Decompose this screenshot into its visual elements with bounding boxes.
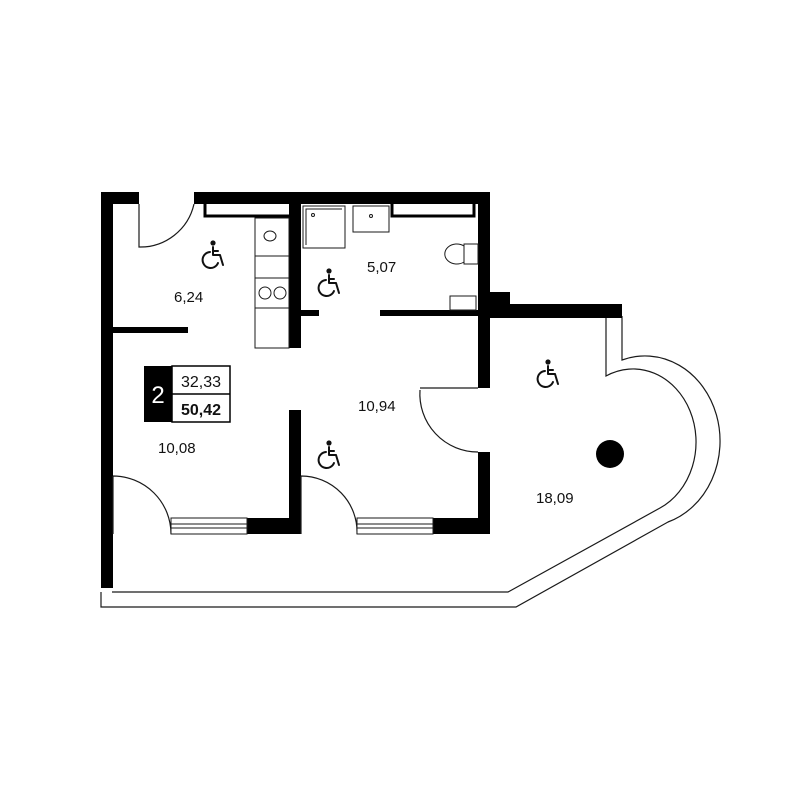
cabinets <box>203 204 476 218</box>
room-area-kitchen-living: 10,94 <box>358 398 396 415</box>
windows <box>170 517 434 535</box>
accessibility-icon <box>201 239 224 269</box>
rooms-count: 2 <box>151 382 164 409</box>
doors <box>112 203 479 535</box>
kitchen-counter <box>254 217 290 349</box>
balcony-outline <box>100 316 721 608</box>
accessibility-icon <box>317 267 340 297</box>
accessibility-icon <box>536 358 559 388</box>
walls <box>101 192 622 588</box>
room-area-hallway: 6,24 <box>174 289 203 306</box>
accessibility-icon <box>317 439 340 469</box>
total-area: 50,42 <box>181 402 221 419</box>
living-area: 32,33 <box>181 374 221 391</box>
column-marker <box>596 440 624 468</box>
room-area-bedroom: 10,08 <box>158 440 196 457</box>
room-area-balcony: 18,09 <box>536 490 574 507</box>
room-area-bathroom: 5,07 <box>367 259 396 276</box>
bathroom-fixtures <box>302 205 479 311</box>
summary-badge: 2 32,33 50,42 <box>144 365 231 423</box>
